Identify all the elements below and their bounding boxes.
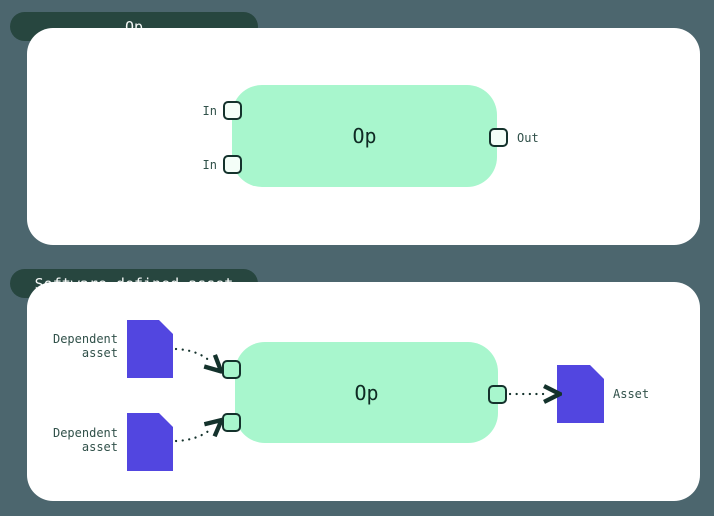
asset-document-icon [557,365,604,423]
dependent-asset-document-icon [127,320,173,378]
input-port-icon [223,101,242,120]
op-node: Op [235,342,498,443]
input-port-icon [222,413,241,432]
op-node-label: Op [354,380,379,405]
output-label: Out [517,131,539,145]
dependent-asset-document-icon [127,413,173,471]
output-port-icon [488,385,507,404]
op-node-label: Op [352,124,377,148]
input-port-icon [223,155,242,174]
op-node: Op [232,85,497,187]
output-port-icon [489,128,508,147]
input-port-icon [222,360,241,379]
dependent-asset-label: Dependent asset [52,332,118,360]
input-label: In [202,158,217,172]
asset-label: Asset [613,387,650,401]
input-label: In [202,104,217,118]
dependent-asset-label: Dependent asset [52,426,118,454]
